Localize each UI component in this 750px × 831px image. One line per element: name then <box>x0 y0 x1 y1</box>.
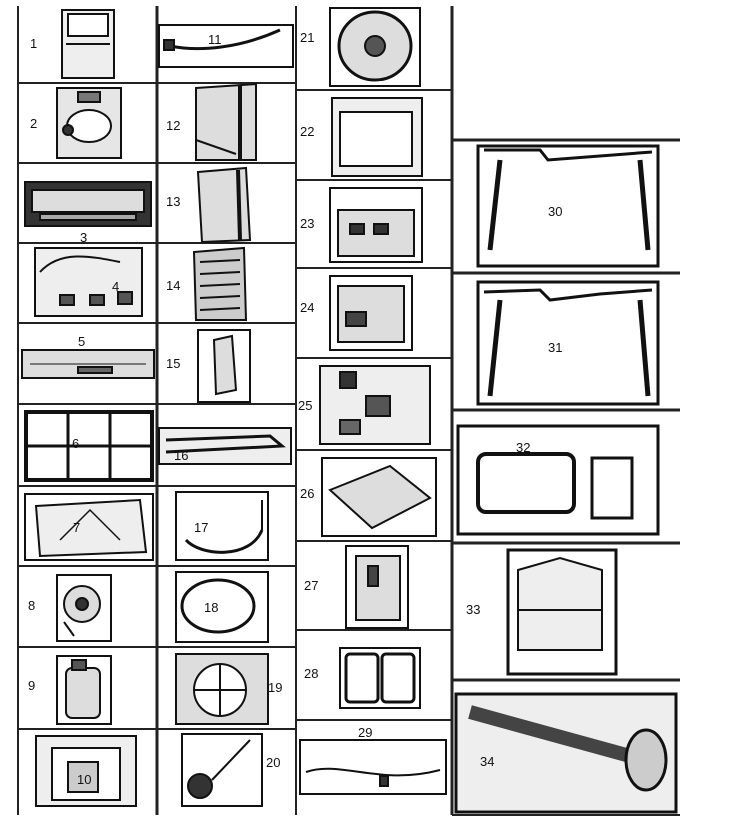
part-image-16 <box>158 427 292 465</box>
part-number-label: 14 <box>166 278 180 293</box>
part-image-1 <box>61 9 115 79</box>
part-image-6 <box>24 410 154 482</box>
part-number-label: 17 <box>194 520 208 535</box>
part-image-23 <box>329 187 423 263</box>
part-number-label: 1 <box>30 36 37 51</box>
part-number-label: 25 <box>298 398 312 413</box>
part-number-label: 28 <box>304 666 318 681</box>
part-image-30 <box>476 144 660 268</box>
part-number-label: 5 <box>78 334 85 349</box>
part-image-3 <box>24 181 152 227</box>
part-image-26 <box>321 457 437 537</box>
part-image-15 <box>197 329 251 403</box>
part-number-label: 24 <box>300 300 314 315</box>
part-image-32 <box>456 424 660 536</box>
part-image-18 <box>175 571 269 643</box>
part-image-33 <box>506 548 618 676</box>
part-number-label: 20 <box>266 755 280 770</box>
part-number-label: 22 <box>300 124 314 139</box>
part-labels: 1 2 3 4 5 6 7 8 9 10 11 12 13 14 15 16 1… <box>28 30 562 787</box>
part-number-label: 31 <box>548 340 562 355</box>
part-number-label: 34 <box>480 754 494 769</box>
part-number-label: 30 <box>548 204 562 219</box>
part-image-34 <box>454 692 678 814</box>
part-number-label: 12 <box>166 118 180 133</box>
part-number-label: 11 <box>208 32 222 47</box>
part-number-label: 23 <box>300 216 314 231</box>
part-number-label: 8 <box>28 598 35 613</box>
part-number-label: 6 <box>72 436 79 451</box>
part-number-label: 18 <box>204 600 218 615</box>
part-number-label: 19 <box>268 680 282 695</box>
part-number-label: 9 <box>28 678 35 693</box>
part-number-label: 26 <box>300 486 314 501</box>
part-image-19 <box>175 653 269 725</box>
part-image-27 <box>345 545 409 629</box>
grid-lines <box>17 6 680 816</box>
part-image-17 <box>175 491 269 561</box>
part-image-21 <box>329 7 421 87</box>
part-number-label: 10 <box>77 772 91 787</box>
part-image-11 <box>158 24 294 68</box>
part-image-22 <box>331 97 423 177</box>
part-number-label: 3 <box>80 230 87 245</box>
part-number-label: 32 <box>516 440 530 455</box>
part-image-28 <box>339 647 421 709</box>
part-number-label: 15 <box>166 356 180 371</box>
part-image-12 <box>195 82 257 161</box>
part-image-31 <box>476 280 660 406</box>
part-number-label: 33 <box>466 602 480 617</box>
part-image-10 <box>35 735 137 807</box>
part-image-24 <box>329 275 413 351</box>
part-number-label: 27 <box>304 578 318 593</box>
part-number-label: 2 <box>30 116 37 131</box>
part-number-label: 29 <box>358 725 372 740</box>
part-number-label: 7 <box>73 520 80 535</box>
part-image-8 <box>56 574 112 642</box>
part-image-2 <box>56 87 122 159</box>
part-image-29 <box>299 739 447 795</box>
part-number-label: 16 <box>174 448 188 463</box>
part-image-4 <box>34 247 143 317</box>
part-number-label: 4 <box>112 279 119 294</box>
part-image-14 <box>192 246 248 321</box>
part-images <box>21 7 678 814</box>
part-image-9 <box>56 655 112 725</box>
part-image-25 <box>319 365 431 445</box>
part-image-13 <box>196 166 252 244</box>
part-number-label: 13 <box>166 194 180 209</box>
part-image-5 <box>21 349 155 379</box>
part-image-20 <box>181 733 263 807</box>
part-number-label: 21 <box>300 30 314 45</box>
part-image-7 <box>24 493 154 561</box>
